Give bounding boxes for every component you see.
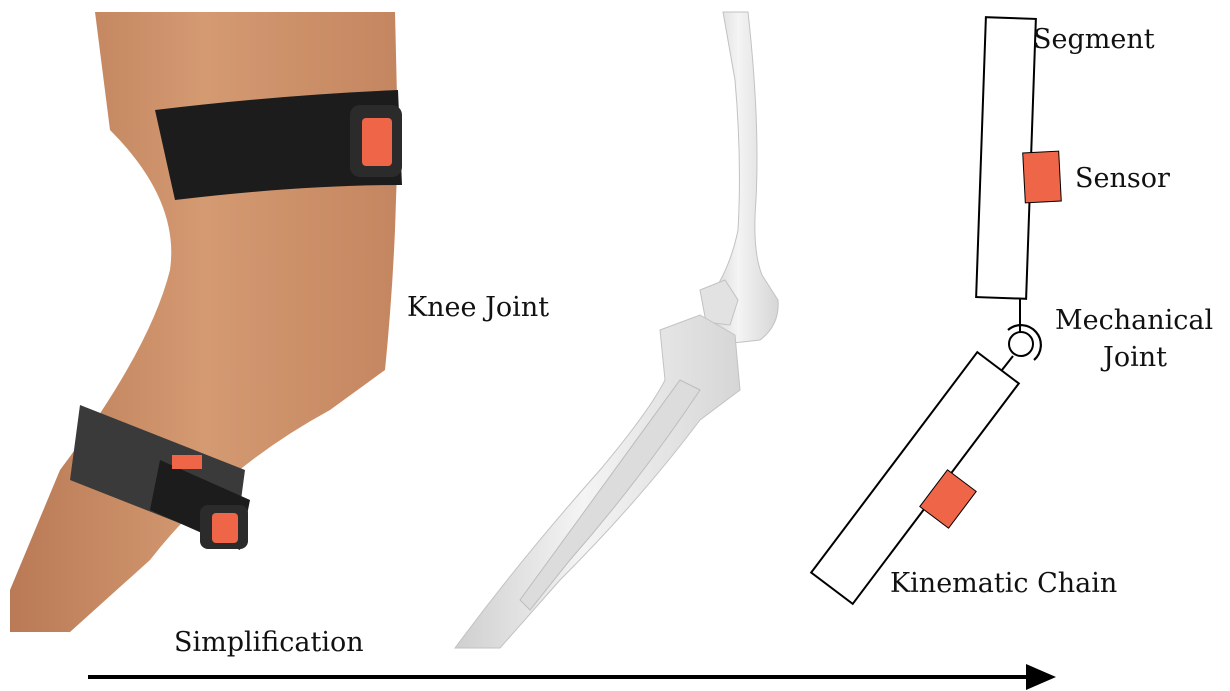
- upper-segment-sensor: [1023, 151, 1062, 203]
- right-arrow-icon: [1026, 664, 1056, 690]
- upper-sensor: [362, 118, 392, 166]
- kinematic-chain-label: Kinematic Chain: [890, 568, 1117, 600]
- fibula-bone: [520, 380, 700, 610]
- tibia-bone: [455, 315, 740, 648]
- simplification-label: Simplification: [174, 627, 364, 659]
- knee-skeleton: [455, 12, 778, 648]
- lower-sensor: [212, 513, 238, 543]
- simplification-arrow: [88, 664, 1056, 690]
- mechanical-joint: [1009, 332, 1033, 356]
- lower-sensor-clip: [172, 455, 202, 469]
- lower-segment: [811, 352, 1019, 604]
- joint-label: Joint: [1103, 342, 1167, 374]
- mechanical-label: Mechanical: [1055, 305, 1213, 337]
- knee-joint-label: Knee Joint: [407, 292, 549, 324]
- kinematic-chain: [811, 17, 1061, 604]
- leg-photo: [10, 12, 402, 632]
- sensor-label: Sensor: [1075, 163, 1170, 195]
- lower-link: [1002, 356, 1013, 370]
- segment-label: Segment: [1033, 24, 1155, 56]
